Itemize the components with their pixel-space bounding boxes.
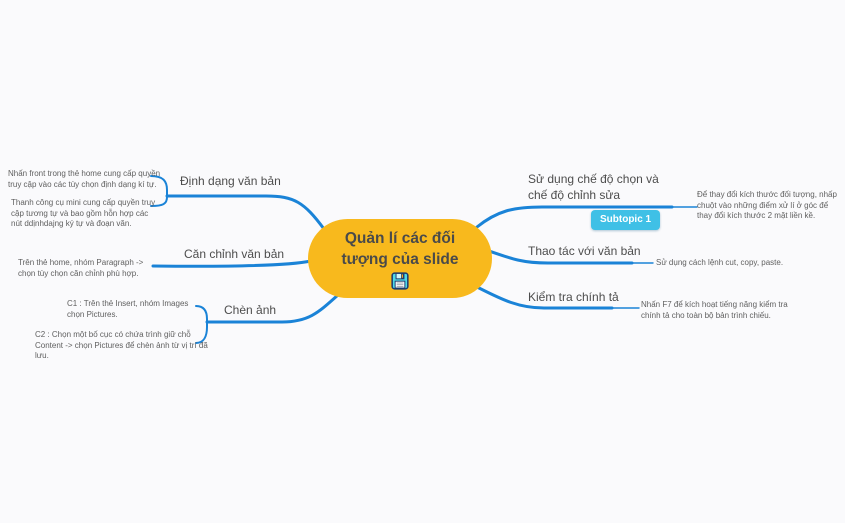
note-align-text-1[interactable]: Trên thẻ home, nhóm Paragraph -> chọn tù… <box>18 258 144 278</box>
floppy-disk-icon <box>391 271 409 290</box>
connector-align-text <box>151 259 313 268</box>
note-spell-check-1[interactable]: Nhấn F7 để kích hoạt tiếng năng kiểm tra… <box>641 300 788 320</box>
connector-text-operations <box>487 249 634 265</box>
note-format-text-2[interactable]: Thanh công cụ mini cung cấp quyền truy c… <box>11 198 156 228</box>
topic-spell-check[interactable]: Kiểm tra chính tả <box>528 290 619 304</box>
root-topic-label: Quản lí các đối tượng của slide <box>341 229 459 268</box>
note-text-operations-1[interactable]: Sử dụng cách lệnh cut, copy, paste. <box>656 258 784 267</box>
connector-insert-image <box>205 293 340 324</box>
note-insert-image-1[interactable]: C1 : Trên thẻ Insert, nhóm Images chọn P… <box>67 299 189 319</box>
note-format-text-1[interactable]: Nhấn front trong thẻ home cung cấp quyền… <box>8 169 161 189</box>
bracket-format-text-notes <box>150 175 168 207</box>
topic-insert-image[interactable]: Chèn ảnh <box>224 303 277 317</box>
topic-format-text[interactable]: Định dạng văn bản <box>180 174 281 188</box>
bracket-insert-image-notes <box>195 305 208 344</box>
note-select-edit-mode-1[interactable]: Để thay đổi kích thước đối tượng, nhấp c… <box>697 190 837 220</box>
topic-text-operations[interactable]: Thao tác với văn bản <box>528 244 641 258</box>
topic-select-edit-mode[interactable]: Sử dụng chế độ chọn và chế độ chỉnh sửa <box>528 172 659 202</box>
root-topic-node[interactable]: Quản lí các đối tượng của slide <box>308 219 492 298</box>
connector-format-text <box>165 194 326 231</box>
subtopic-badge[interactable]: Subtopic 1 <box>591 210 661 230</box>
connector-spell-check <box>475 285 614 310</box>
topic-align-text[interactable]: Căn chỉnh văn bản <box>184 247 285 261</box>
note-insert-image-2[interactable]: C2 : Chọn một bố cục có chứa trình giữ c… <box>35 330 208 360</box>
connector-select-edit-mode <box>475 205 674 229</box>
